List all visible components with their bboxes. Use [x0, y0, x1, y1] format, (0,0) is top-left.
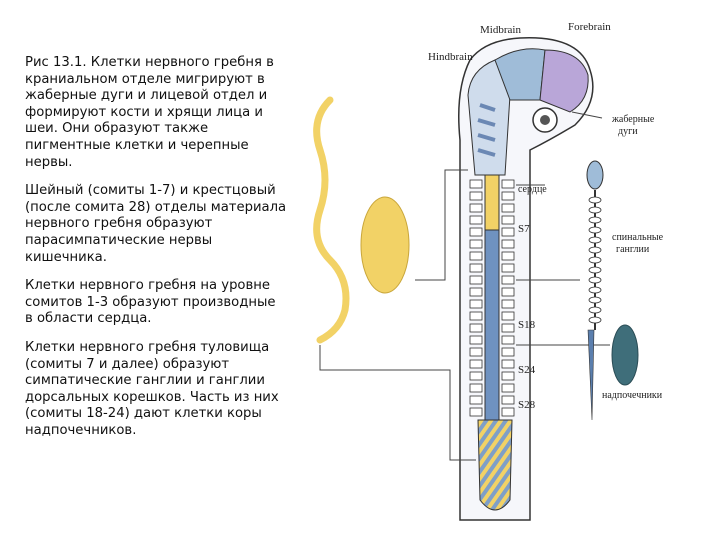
connector-arches [571, 111, 603, 119]
caption-paragraph-1: Рис 13.1. Клетки нервного гребня в крани… [25, 55, 274, 170]
label-s24: S24 [518, 364, 536, 376]
neural-crest-cervical [484, 174, 500, 231]
figure-svg: Midbrain Forebrain Hindbrain жаберные ду… [313, 21, 664, 521]
gut-parasympathetic [313, 96, 350, 344]
caption-text: Рис 13.1. Клетки нервного гребня в крани… [25, 55, 287, 451]
label-spinal-ganglia-1: спинальные [612, 232, 664, 243]
label-midbrain: Midbrain [480, 24, 521, 36]
connector-gut [415, 169, 468, 281]
label-adrenal: надпочечники [602, 390, 663, 401]
label-spinal-ganglia-2: ганглии [616, 244, 650, 255]
hindbrain-region [467, 59, 511, 176]
neural-crest-trunk [484, 229, 500, 421]
eye-lens [540, 115, 550, 125]
gut-pouch [360, 196, 410, 294]
adrenal-gland [611, 324, 639, 386]
label-hindbrain: Hindbrain [428, 51, 473, 63]
caption-paragraph-4: Клетки нервного гребня туловища (сомиты … [25, 339, 279, 438]
caption-paragraph-3: Клетки нервного гребня на уровне сомитов… [25, 278, 276, 327]
somites-right [501, 179, 515, 417]
spinal-ganglia-chain [586, 160, 604, 330]
somites-left [469, 179, 483, 417]
label-branchial-arches-1: жаберные [611, 114, 655, 125]
forebrain-region [539, 49, 589, 113]
label-heart: сердце [518, 184, 547, 195]
sympathetic-trunk [587, 329, 595, 421]
label-s18: S18 [518, 319, 536, 331]
label-s7: S7 [518, 223, 530, 235]
caption-paragraph-2: Шейный (сомиты 1-7) и крестцовый (после … [25, 183, 287, 265]
branchial-arches [477, 103, 496, 157]
neural-crest-sacral [477, 419, 513, 511]
connector-sacral [319, 345, 476, 461]
label-s28: S28 [518, 399, 536, 411]
neural-crest-figure: Midbrain Forebrain Hindbrain жаберные ду… [290, 0, 720, 540]
label-forebrain: Forebrain [568, 21, 611, 33]
label-branchial-arches-2: дуги [618, 126, 638, 137]
